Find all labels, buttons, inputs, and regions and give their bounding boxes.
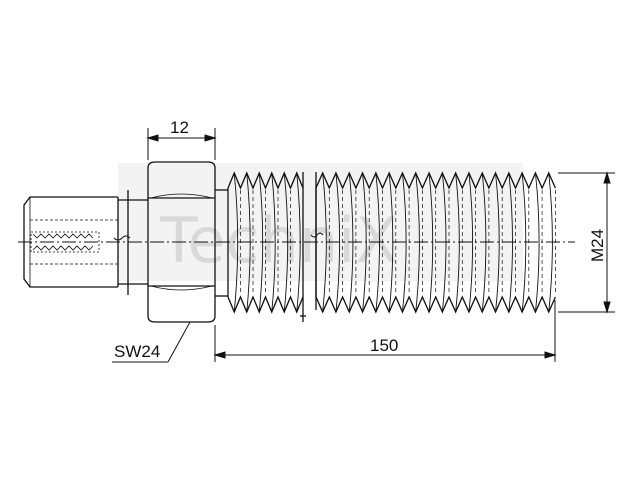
- break-mark-left: [113, 235, 131, 241]
- hex-chamfer-bottom: [150, 285, 213, 291]
- dimension-thread-diameter: [558, 171, 615, 314]
- thread-segment-1: [227, 171, 304, 314]
- thread-flanks: [233, 172, 553, 313]
- watermark-text: TechniX: [159, 204, 398, 277]
- thread-roots: [240, 190, 556, 295]
- undercut: [117, 190, 148, 295]
- watermark: TechniX: [118, 163, 523, 281]
- across-flats-label: SW24: [114, 342, 160, 361]
- hex-nut: [147, 161, 216, 323]
- dimension-total-length: [213, 300, 557, 362]
- dimension-thread-diameter-label: M24: [588, 229, 607, 262]
- break-wave: [310, 232, 324, 238]
- across-flats-leader: [112, 321, 191, 363]
- stud-body: [23, 161, 556, 323]
- hex-chamfer-top: [150, 193, 213, 199]
- pin-internal-thread: [30, 231, 100, 253]
- pin-end: [23, 196, 118, 288]
- dimension-hex-width-label: 12: [170, 118, 189, 137]
- watermark-box: [118, 163, 523, 281]
- dimension-total-length-label: 150: [370, 336, 398, 355]
- dimension-hex-width: [146, 128, 217, 160]
